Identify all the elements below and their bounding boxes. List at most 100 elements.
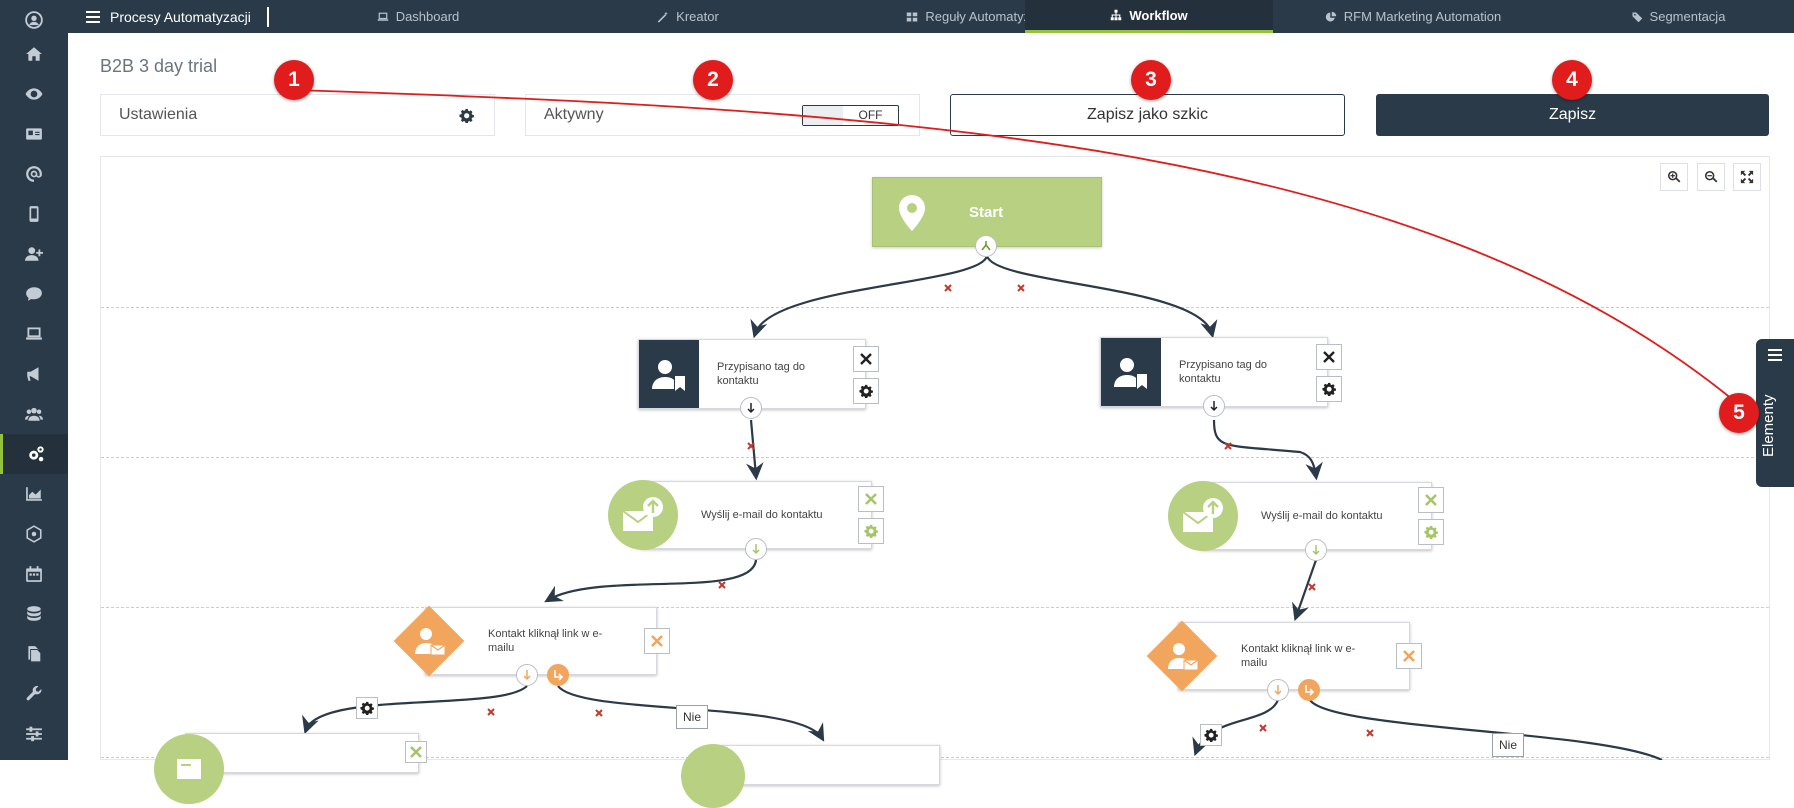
row-divider [101, 307, 1769, 308]
close-icon [1403, 650, 1415, 662]
branch-settings-button[interactable] [356, 697, 378, 719]
node-output-port[interactable] [740, 397, 762, 419]
gear-icon[interactable] [459, 108, 474, 123]
contact-card-icon[interactable] [0, 114, 68, 154]
area-chart-icon[interactable] [0, 474, 68, 514]
database-icon[interactable] [0, 594, 68, 634]
sliders-icon[interactable] [0, 714, 68, 754]
users-icon[interactable] [0, 394, 68, 434]
condition-yes-port[interactable] [516, 664, 538, 686]
fullscreen-button[interactable] [1733, 163, 1761, 191]
node-label: Wyślij e-mail do kontaktu [1261, 510, 1383, 522]
user-circle-icon[interactable] [0, 0, 68, 40]
hamburger-menu-icon[interactable] [86, 10, 100, 23]
split-icon [981, 241, 991, 251]
eye-icon[interactable] [0, 74, 68, 114]
node-settings-button[interactable] [1316, 376, 1342, 402]
node-output-port[interactable] [745, 538, 767, 560]
annotation-marker-5: 5 [1719, 393, 1759, 433]
save-draft-button[interactable]: Zapisz jako szkic [950, 94, 1345, 136]
megaphone-icon[interactable] [0, 354, 68, 394]
delete-node-button[interactable] [853, 346, 879, 372]
tab-segmentacja[interactable]: Segmentacja [1568, 0, 1788, 33]
home-icon[interactable] [0, 34, 68, 74]
node-label: Kontakt kliknął link w e-mailu [488, 628, 603, 654]
tab-reguly-automatyzacji[interactable]: Reguły Automatyzacji [828, 0, 1128, 33]
gear-icon [864, 524, 878, 538]
wrench-icon[interactable] [0, 674, 68, 714]
row-divider [101, 457, 1769, 458]
email-send-icon [608, 480, 678, 550]
add-user-icon[interactable] [0, 234, 68, 274]
delete-node-button[interactable] [1396, 643, 1422, 669]
condition-no-port[interactable] [547, 664, 569, 686]
user-tag-icon [1101, 338, 1161, 406]
delete-node-button[interactable] [1418, 487, 1444, 513]
start-label: Start [969, 204, 1004, 221]
files-icon[interactable] [0, 634, 68, 674]
wand-icon [657, 11, 669, 23]
mobile-icon[interactable] [0, 194, 68, 234]
chat-icon[interactable] [0, 274, 68, 314]
toggle-state: OFF [858, 108, 883, 122]
node-settings-button[interactable] [1418, 519, 1444, 545]
node-settings-button[interactable] [853, 378, 879, 404]
node-label: Wyślij e-mail do kontaktu [701, 509, 823, 521]
annotation-marker-1: 1 [274, 60, 314, 100]
close-icon [1425, 494, 1437, 506]
user-tag-icon [639, 340, 699, 408]
branch-settings-button[interactable] [1200, 724, 1222, 746]
user-email-icon [415, 628, 446, 656]
gears-icon[interactable] [0, 434, 68, 474]
active-toggle[interactable]: OFF [802, 105, 899, 126]
tab-rfm-label: RFM Marketing Automation [1343, 9, 1502, 24]
action-icon [681, 744, 745, 808]
tab-rfm-marketing-automation[interactable]: RFM Marketing Automation [1283, 0, 1543, 33]
zoom-out-button[interactable] [1697, 163, 1725, 191]
row-divider [101, 607, 1769, 608]
node-label: Przypisano tag do kontaktu [717, 361, 806, 387]
save-button[interactable]: Zapisz [1376, 94, 1769, 136]
node-output-port[interactable] [1305, 539, 1327, 561]
toggle-knob [803, 106, 843, 125]
elements-panel-toggle[interactable]: Elementy [1756, 339, 1794, 487]
node-output-port[interactable] [1203, 395, 1225, 417]
start-node[interactable]: Start [872, 177, 1102, 247]
delete-node-button[interactable] [1316, 344, 1342, 370]
close-icon [860, 353, 872, 365]
expand-icon [1740, 170, 1754, 184]
zoom-in-icon [1667, 170, 1681, 183]
send-email-node[interactable]: Wyślij e-mail do kontaktu [1200, 482, 1432, 550]
arrow-down-icon [1312, 545, 1320, 556]
close-icon [651, 635, 663, 647]
tab-dashboard-label: Dashboard [395, 9, 460, 24]
laptop-icon[interactable] [0, 314, 68, 354]
pie-chart-icon [1325, 11, 1336, 21]
workflow-canvas[interactable] [100, 156, 1770, 760]
close-icon [1323, 351, 1335, 363]
turn-right-icon [1305, 685, 1315, 696]
zoom-in-button[interactable] [1660, 163, 1688, 191]
condition-no-port[interactable] [1298, 679, 1320, 701]
tab-dashboard[interactable]: Dashboard [328, 0, 508, 33]
edge-label-no[interactable]: Nie [1492, 733, 1525, 757]
tab-workflow[interactable]: Workflow [1025, 0, 1273, 33]
sitemap-icon [1111, 9, 1122, 21]
workflow-title: B2B 3 day trial [100, 56, 218, 76]
send-email-node[interactable]: Wyślij e-mail do kontaktu [640, 481, 872, 549]
node-settings-button[interactable] [858, 518, 884, 544]
tab-segmentacja-label: Segmentacja [1649, 9, 1726, 24]
next-action-node[interactable] [720, 745, 940, 785]
calendar-icon[interactable] [0, 554, 68, 594]
delete-node-button[interactable] [644, 628, 670, 654]
delete-node-button[interactable] [405, 741, 427, 763]
delete-node-button[interactable] [858, 486, 884, 512]
gear-icon [859, 384, 873, 398]
gear-icon [1204, 728, 1218, 742]
condition-yes-port[interactable] [1267, 679, 1289, 701]
network-icon[interactable] [0, 514, 68, 554]
settings-field[interactable]: Ustawienia [100, 94, 495, 136]
tab-kreator[interactable]: Kreator [588, 0, 788, 33]
edge-label-no[interactable]: Nie [676, 705, 709, 729]
start-output-port[interactable] [975, 235, 997, 257]
